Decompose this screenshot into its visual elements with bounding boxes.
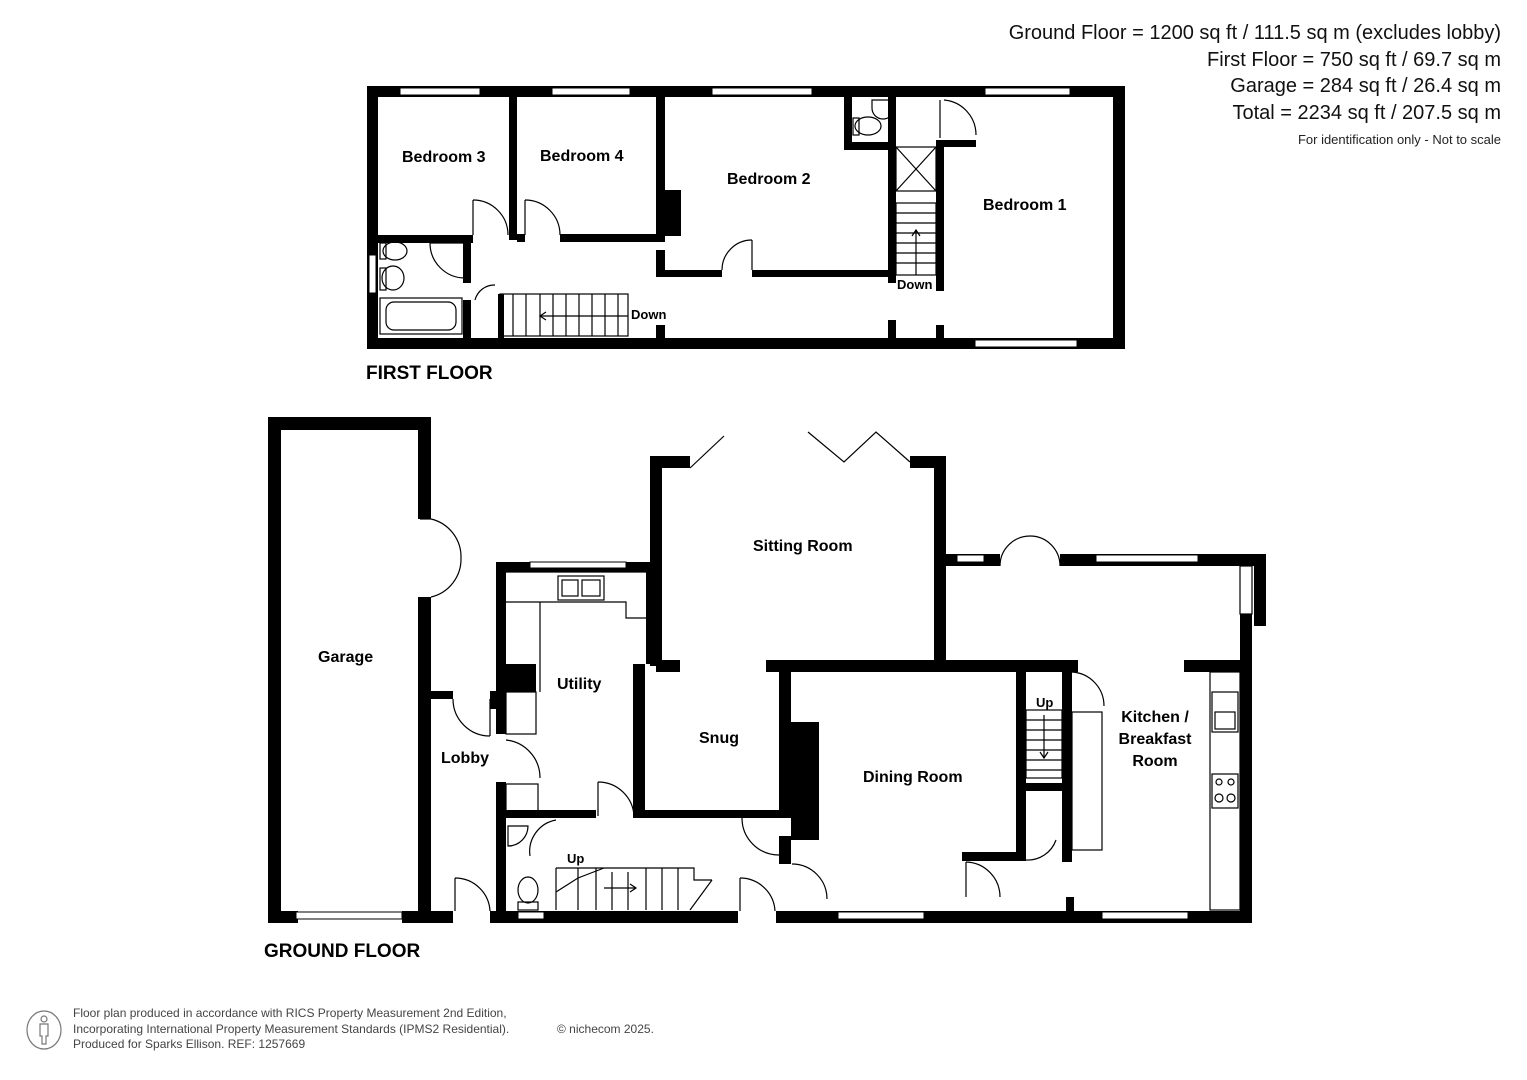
staircase-bedroom-1	[895, 202, 937, 276]
room-label-kitchen-line-2: Breakfast	[1118, 731, 1192, 748]
basin-icon	[507, 825, 529, 847]
first-floor-title: FIRST FLOOR	[366, 363, 493, 384]
ground-floor-plan	[268, 417, 1266, 923]
room-label-bedroom-1: Bedroom 1	[983, 197, 1067, 214]
footer-text: Floor plan produced in accordance with R…	[73, 1006, 654, 1053]
bath-icon	[379, 297, 463, 335]
footer-line-1: Floor plan produced in accordance with R…	[73, 1006, 507, 1020]
scale-note: For identification only - Not to scale	[1297, 132, 1501, 147]
staircase-kitchen	[1025, 709, 1063, 779]
room-label-sitting-room: Sitting Room	[753, 538, 853, 555]
room-label-dining-room: Dining Room	[863, 769, 963, 786]
stair-label-up-hall: Up	[567, 851, 585, 866]
ground-floor-fixtures	[420, 431, 1253, 912]
room-label-kitchen: Kitchen / Breakfast Room	[1110, 707, 1200, 773]
area-summary: Ground Floor = 1200 sq ft / 111.5 sq m (…	[1009, 20, 1501, 147]
room-label-lobby: Lobby	[441, 750, 489, 767]
basin-icon	[871, 99, 895, 120]
shower-icon	[895, 146, 937, 192]
area-first-floor: First Floor = 750 sq ft / 69.7 sq m	[1206, 48, 1501, 71]
stair-label-up-kitchen: Up	[1036, 695, 1054, 710]
footer-line-2: Incorporating International Property Mea…	[73, 1021, 510, 1036]
room-label-garage: Garage	[318, 649, 374, 666]
stair-label-down-main: Down	[631, 307, 667, 322]
room-label-bedroom-2: Bedroom 2	[727, 171, 811, 188]
hob-icon	[1211, 773, 1239, 809]
staircase-ground-floor	[555, 867, 713, 911]
sink-icon	[557, 575, 605, 601]
staircase-first-floor	[499, 293, 629, 337]
area-garage: Garage = 284 sq ft / 26.4 sq m	[1230, 75, 1501, 97]
person-icon	[26, 1010, 62, 1050]
ground-floor-title: GROUND FLOOR	[264, 941, 421, 962]
room-label-snug: Snug	[699, 730, 739, 747]
room-label-bedroom-3: Bedroom 3	[402, 149, 486, 166]
footer-line-3: Produced for Sparks Ellison. REF: 125766…	[73, 1037, 306, 1051]
basin-icon	[379, 265, 405, 291]
room-label-bedroom-4: Bedroom 4	[540, 148, 624, 165]
room-label-kitchen-line-3: Room	[1132, 753, 1178, 770]
room-label-utility: Utility	[557, 676, 602, 693]
wc-icon	[517, 876, 539, 911]
first-floor-plan	[367, 86, 1125, 349]
area-ground-floor: Ground Floor = 1200 sq ft / 111.5 sq m (…	[1008, 22, 1501, 44]
stair-label-down-bedroom-1: Down	[897, 277, 933, 292]
sink-icon	[1211, 691, 1239, 733]
area-total: Total = 2234 sq ft / 207.5 sq m	[1232, 101, 1502, 124]
footer-copyright: © nichecom 2025.	[557, 1021, 654, 1036]
room-label-kitchen-line-1: Kitchen /	[1121, 709, 1189, 726]
first-floor-fixtures	[379, 99, 977, 337]
wc-icon	[852, 116, 882, 136]
wc-icon	[379, 241, 408, 261]
